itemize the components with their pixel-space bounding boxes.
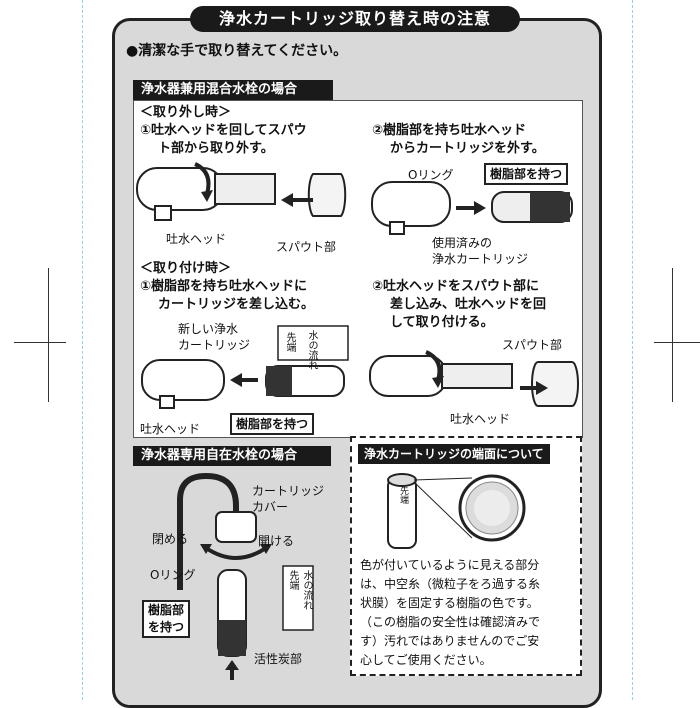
crop-mark-left-vertical — [48, 268, 49, 402]
spout-end — [531, 361, 579, 407]
section3-body-line: す）汚れではありませんのでご安 — [360, 634, 540, 648]
attach-step1-illustration — [141, 325, 349, 409]
section2-illustration — [177, 472, 314, 680]
section2-label-oring: Oリング — [150, 568, 196, 582]
attach-step2-illustration — [369, 350, 579, 407]
remove-heading: ＜取り外し時＞ — [140, 105, 232, 120]
section3-panel — [350, 436, 582, 676]
rotate-arrow-icon — [194, 162, 211, 195]
cartridge-cover — [215, 511, 257, 543]
remove-step2-illustration — [371, 181, 573, 235]
section2-label-flow: 水の流れ — [301, 570, 312, 610]
section3-body-line: 状膜）を固定する樹脂の色です。 — [360, 596, 539, 610]
section3-body: 色が付いているように見える部分 は、中空糸（微粒子をろ過する糸 状膜）を固定する… — [360, 556, 540, 670]
crop-mark-right-vertical — [672, 268, 673, 402]
attach-step2-line2: 差し込み、吐水ヘッドを回 — [390, 297, 547, 312]
crop-mark-left — [14, 342, 66, 343]
attach-label-grip: 樹脂部を持つ — [230, 413, 315, 435]
spray-head-body — [371, 181, 451, 227]
attach-heading: ＜取り付け時＞ — [140, 261, 232, 276]
section3-body-line: 心してご使用ください。 — [360, 653, 492, 667]
remove-label-used-line2: 浄水カートリッジ — [432, 252, 529, 266]
spray-head-body — [369, 355, 447, 397]
spray-head-neck — [214, 173, 276, 205]
rotate-arrow-icon — [425, 350, 442, 381]
remove-step1-line2: ト部から取り外す。 — [158, 141, 274, 156]
crop-guide-left — [82, 0, 83, 700]
section1-heading: 浄水器兼用混合水栓の場合 — [133, 80, 333, 100]
crop-mark-right — [654, 342, 700, 343]
section3-label-tip: 先端 — [398, 486, 408, 504]
remove-step2-line2: からカートリッジを外す。 — [390, 141, 545, 156]
section2-label-close: 閉める — [152, 532, 189, 546]
section2-label-cover-line2: カバー — [252, 500, 289, 514]
attach-step2-line1: ②吐水ヘッドをスパウト部に — [372, 279, 540, 294]
section2-label-open: 開ける — [258, 534, 295, 548]
crop-guide-right — [632, 0, 633, 700]
rotate-arrows-icon — [204, 546, 268, 560]
attach-label-head2: 吐水ヘッド — [450, 412, 511, 426]
section2-label-tip: 先端 — [287, 570, 298, 590]
remove-step2-line1: ②樹脂部を持ち吐水ヘッド — [372, 123, 527, 138]
section2-label-grip-line2: を持つ — [148, 620, 185, 634]
direction-tag — [282, 565, 314, 631]
remove-label-grip: 樹脂部を持つ — [484, 163, 569, 185]
faucet-pipe — [177, 472, 239, 590]
attach-label-new-line2: カートリッジ — [178, 338, 251, 352]
attach-step1-line2: カートリッジを差し込む。 — [158, 297, 315, 312]
attach-step1-line1: ①樹脂部を持ち吐水ヘッドに — [140, 279, 308, 294]
spout-end — [307, 173, 347, 217]
section3-illustration — [387, 473, 526, 549]
attach-label-spout: スパウト部 — [502, 338, 563, 352]
section2-label-carbon: 活性炭部 — [254, 652, 303, 666]
attach-label-tip: 先端 — [284, 332, 295, 352]
remove-label-used-line1: 使用済みの — [432, 236, 493, 250]
section2-heading: 浄水器専用自在水栓の場合 — [133, 446, 331, 466]
attach-step2-line3: して取り付ける。 — [390, 315, 494, 330]
attach-label-new-line1: 新しい浄水 — [178, 322, 239, 336]
section2-label-cover-line1: カートリッジ — [252, 484, 325, 498]
direction-tag — [277, 325, 349, 361]
remove-step1-illustration — [136, 162, 347, 221]
section2-label-grip: 樹脂部 を持つ — [142, 600, 191, 638]
section2-label-grip-line1: 樹脂部 — [148, 603, 185, 617]
intro-text: ●清潔な手で取り替えてください。 — [126, 43, 348, 59]
attach-label-head: 吐水ヘッド — [140, 422, 201, 436]
section3-body-line: は、中空糸（微粒子をろ過する糸 — [360, 577, 541, 591]
remove-label-head: 吐水ヘッド — [166, 232, 227, 246]
remove-label-oring: Oリング — [408, 168, 454, 182]
attach-label-flow: 水の流れ — [306, 330, 317, 370]
remove-step1-line1: ①吐水ヘッドを回してスパウ — [140, 123, 307, 138]
page-title: 浄水カートリッジ取り替え時の注意 — [190, 6, 520, 32]
section3-heading: 浄水カートリッジの端面について — [358, 444, 550, 464]
remove-label-spout: スパウト部 — [276, 240, 337, 254]
section3-body-line: （この樹脂の安全性は確認済みで — [360, 615, 541, 629]
section3-body-line: 色が付いているように見える部分 — [360, 558, 540, 572]
spray-head-body — [141, 359, 225, 401]
